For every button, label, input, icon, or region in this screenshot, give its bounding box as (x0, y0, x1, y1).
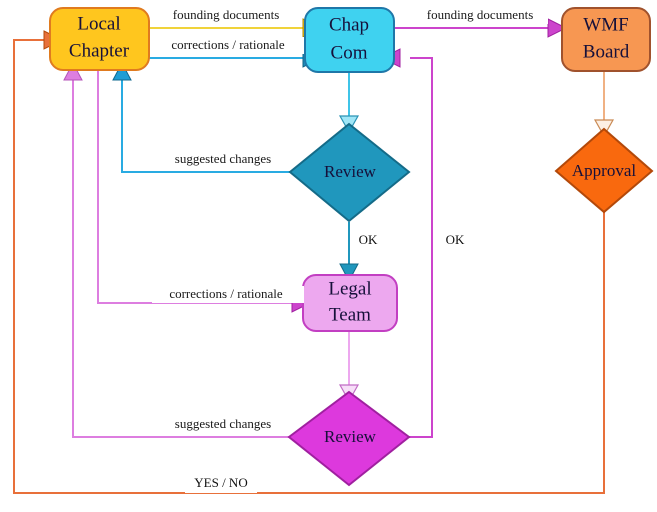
edge-label-corrections-rationale-1: corrections / rationale (152, 37, 304, 54)
edge-wmf-board-to-approval (593, 71, 615, 138)
node-legal-team[interactable]: Legal Team (302, 274, 398, 332)
edge-chap-com-to-wmf-board (394, 18, 568, 38)
edge-label-founding-documents-1: founding documents (158, 7, 294, 24)
node-legal-team-line2: Team (329, 304, 371, 325)
edge-label-ok-1: OK (355, 232, 381, 249)
edge-label-yes-no: YES / NO (185, 475, 257, 493)
edge-review-to-legal-team (339, 222, 359, 283)
node-chap-com-line2: Com (331, 42, 368, 63)
edge-label-text: OK (446, 232, 465, 247)
edge-label-text: founding documents (173, 7, 280, 22)
edge-legal-review-to-chap-com (380, 48, 433, 438)
edge-label-suggested-changes-2: suggested changes (158, 416, 288, 433)
node-local-chapter-line2: Chapter (69, 40, 130, 61)
edge-legal-team-to-legal-review (338, 331, 360, 403)
node-local-chapter-line1: Local (77, 13, 120, 34)
edge-label-text: YES / NO (194, 475, 247, 490)
node-legal-review[interactable]: Review (287, 390, 411, 487)
node-wmf-board[interactable]: WMF Board (561, 7, 651, 72)
node-chapcom-review[interactable]: Review (288, 122, 411, 223)
node-legal-review-label: Review (324, 427, 377, 446)
edge-label-ok-2: OK (440, 232, 466, 249)
edge-review-to-local-chapter (112, 61, 290, 173)
node-wmf-board-line2: Board (583, 41, 630, 62)
edge-label-text: suggested changes (175, 151, 271, 166)
node-chap-com[interactable]: Chap Com (304, 7, 395, 73)
node-wmf-board-line1: WMF (583, 14, 628, 35)
node-local-chapter[interactable]: Local Chapter (49, 7, 150, 71)
edge-label-text: corrections / rationale (169, 286, 283, 301)
node-wmf-approval-label: Approval (572, 161, 636, 180)
edge-legal-review-to-local-chapter (63, 61, 289, 438)
edge-label-suggested-changes-1: suggested changes (158, 151, 288, 168)
edge-label-text: corrections / rationale (171, 37, 285, 52)
edge-label-text: OK (359, 232, 378, 247)
edge-label-founding-documents-2: founding documents (412, 7, 548, 24)
node-legal-team-line1: Legal (328, 278, 371, 299)
node-wmf-approval[interactable]: Approval (554, 127, 654, 214)
edge-label-text: founding documents (427, 7, 534, 22)
node-chap-com-line1: Chap (329, 14, 369, 35)
edge-label-text: suggested changes (175, 416, 271, 431)
node-chapcom-review-label: Review (324, 162, 377, 181)
edge-label-corrections-rationale-2: corrections / rationale (152, 286, 304, 303)
edge-local-chapter-to-legal-team (97, 70, 312, 313)
